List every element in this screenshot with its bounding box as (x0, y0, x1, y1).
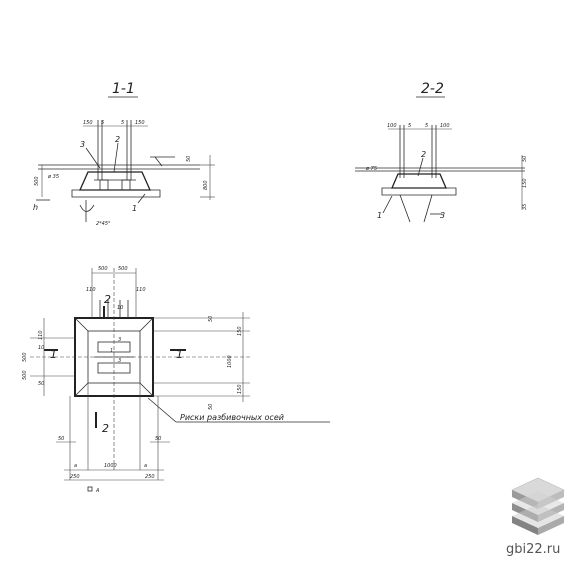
dim-plan-10: 10 (117, 305, 123, 311)
foundation-body (78, 171, 152, 191)
chamfer-label: 2*45° (96, 221, 111, 227)
label2-3: 3 (440, 211, 445, 220)
section-2-2-title: 2-2 (421, 81, 444, 97)
dim-plan-110a: 110 (86, 287, 96, 293)
leader2-1 (382, 195, 393, 214)
stacked-slabs-icon (511, 477, 565, 535)
anchor-left (99, 179, 109, 191)
dim-plan-right-150a: 150 (237, 326, 243, 336)
dim-plan-left-500b: 500 (22, 370, 28, 380)
inner-label-3b: 3 (118, 358, 121, 364)
dim-plan-right-50a: 50 (208, 316, 214, 322)
dim2-right-150: 150 (522, 178, 528, 188)
dim-plan-bot-a2: a (144, 463, 147, 469)
dim-plan-bot-250a: 250 (70, 474, 80, 480)
dim-top-1: 150 (83, 120, 93, 126)
leader-2 (113, 142, 119, 173)
diag-4 (139, 382, 154, 397)
note-leader (147, 397, 177, 423)
dim-plan-bot-1000: 1000 (104, 463, 117, 469)
dim-right-50: 50 (186, 156, 192, 162)
label-3: 3 (80, 140, 85, 149)
label-2: 2 (115, 135, 120, 144)
dim-plan-bot-250b: 250 (145, 474, 155, 480)
dim-left-diam: ø 35 (47, 174, 59, 180)
brand-logo: gbi22.ru (506, 477, 565, 557)
section-mark-1-right: 1 (176, 348, 183, 361)
axis-marks-note: Риски разбивочных осей (180, 413, 284, 422)
dim-plan-left-50: 50 (38, 381, 44, 387)
foundation-plate (71, 189, 161, 198)
dim-left-h: h (33, 203, 38, 212)
dim-top-3: 5 (121, 120, 124, 126)
dim2-right-50: 50 (522, 156, 528, 162)
dim-top-4: 150 (135, 120, 145, 126)
dim-plan-right-50b: 50 (208, 404, 214, 410)
label2-2: 2 (421, 150, 426, 159)
dim2-top-2: 5 (408, 123, 411, 129)
dim-plan-bot-a1: a (74, 463, 77, 469)
label-1: 1 (132, 204, 137, 213)
view-mark-box (87, 486, 93, 492)
dim2-top-1: 100 (387, 123, 397, 129)
dim2-top-4: 100 (440, 123, 450, 129)
dim-plan-top-500b: 500 (118, 266, 128, 272)
inner-label-1: 1 (110, 348, 113, 354)
dim-left-500-text: 500 (34, 176, 40, 186)
chamfer-arc (79, 204, 95, 212)
leader-3 (85, 147, 101, 169)
section-mark-1-left: 1 (50, 348, 57, 361)
dim-plan-left-10: 10 (38, 345, 44, 351)
dim-plan-110b: 110 (136, 287, 146, 293)
section-mark-2-top: 2 (104, 293, 111, 306)
plan-view: 3 3 1 500 500 110 10 110 2 1 1 2 110 (22, 266, 330, 494)
dim-plan-top-500a: 500 (98, 266, 108, 272)
inner-label-3a: 3 (118, 337, 121, 343)
label2-1: 1 (377, 211, 382, 220)
leader2-2 (417, 157, 424, 177)
dim-plan-right-150b: 150 (237, 384, 243, 394)
section-1-1-title: 1-1 (112, 81, 135, 97)
leg-left (399, 194, 411, 223)
section-2-2: 2-2 100 5 5 100 2 1 3 ø 75 50 150 35 (355, 81, 528, 223)
leader-1 (137, 193, 146, 204)
diag-2 (139, 317, 154, 332)
dim-plan-left-500a: 500 (22, 352, 28, 362)
dim-plan-right-1000: 1000 (227, 355, 233, 368)
section-mark-2-bottom: 2 (102, 422, 109, 435)
dim2-top-3: 5 (425, 123, 428, 129)
dim-plan-left-110: 110 (38, 330, 44, 340)
diag-1 (74, 317, 89, 332)
view-mark-A: А (95, 488, 100, 494)
section-1-1: 1-1 150 5 5 150 3 2 1 500 h ø 35 (33, 81, 215, 227)
anchor-right (121, 179, 131, 191)
dim-plan-bot-50a: 50 (58, 436, 64, 442)
dim2-diam: ø 75 (365, 166, 377, 172)
dim-right-800: 800 (203, 180, 209, 190)
foundation-2-plate (381, 187, 457, 196)
site-name: gbi22.ru (506, 542, 560, 557)
dim-top-2: 5 (101, 120, 104, 126)
leader-top-right-tail (154, 156, 163, 167)
dim-plan-bot-50b: 50 (155, 436, 161, 442)
leg-right (423, 194, 433, 223)
dim2-right-35: 35 (522, 204, 528, 210)
diag-3 (74, 382, 89, 397)
